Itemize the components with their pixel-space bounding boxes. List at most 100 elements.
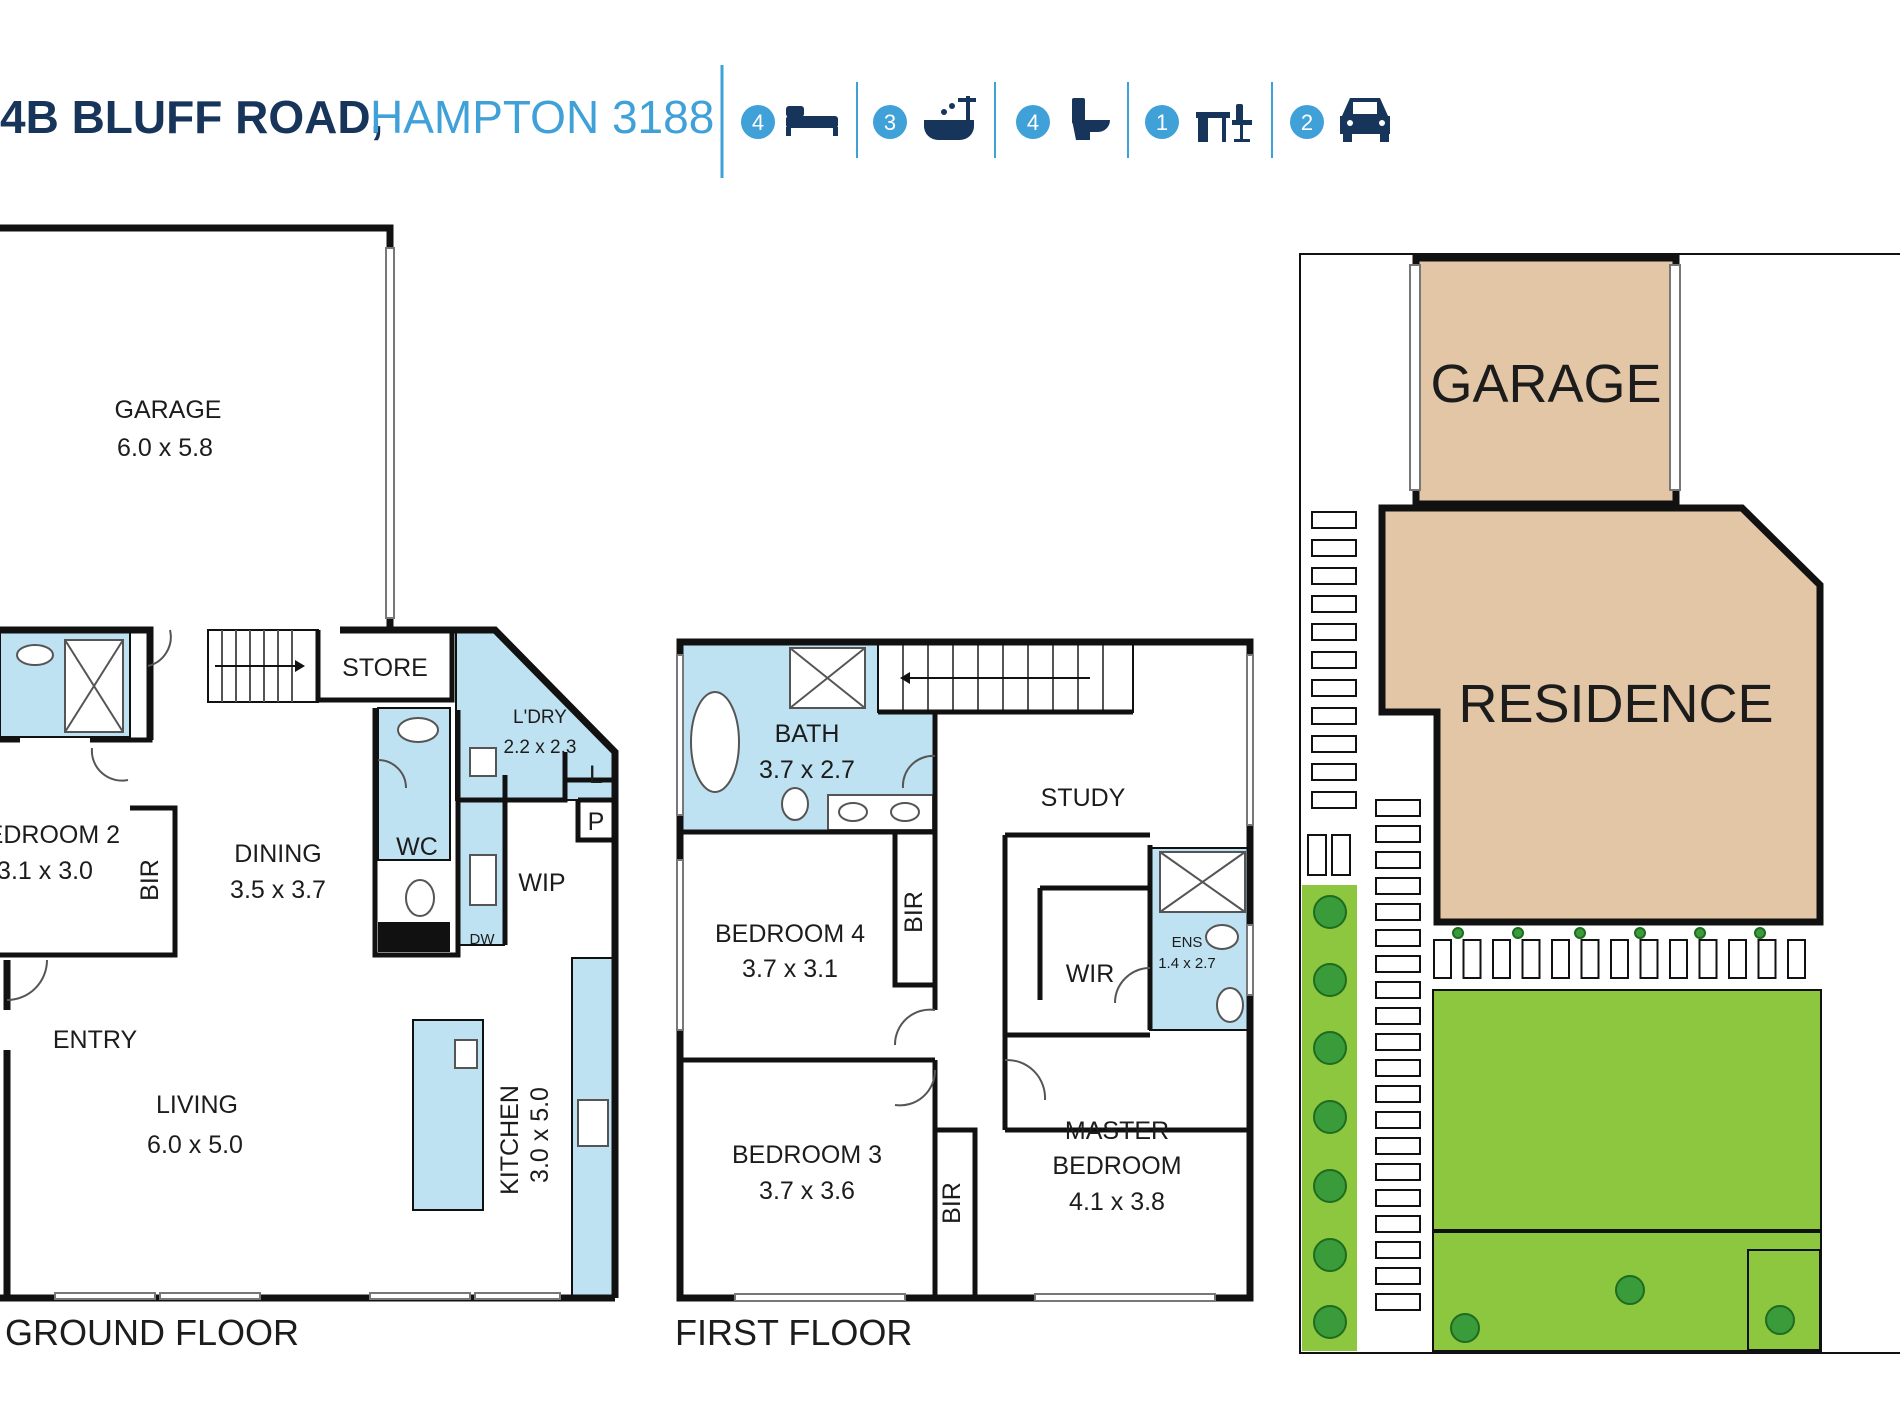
paver	[1580, 939, 1600, 979]
paver	[1331, 834, 1351, 876]
paver	[1375, 1215, 1421, 1233]
garage-size: 6.0 x 5.8	[117, 434, 213, 462]
bedroom4-size: 3.7 x 3.1	[742, 955, 838, 983]
study-label: STUDY	[1041, 784, 1126, 812]
paver	[1375, 981, 1421, 999]
wc-toilet-icon	[405, 879, 435, 917]
tree-icon	[1313, 1169, 1347, 1203]
ground-stairs	[207, 629, 319, 703]
linen-label: L	[589, 761, 603, 789]
entry-door-swing	[6, 959, 48, 1001]
address-street: 4B BLUFF ROAD,	[0, 91, 383, 143]
paver	[1375, 825, 1421, 843]
paver	[1307, 834, 1327, 876]
bedroom3-size: 3.7 x 3.6	[759, 1177, 855, 1205]
master-window	[1034, 1293, 1216, 1302]
site-garage-label: GARAGE	[1430, 354, 1661, 414]
bath-toilet-icon	[781, 787, 809, 821]
bedroom4-label: BEDROOM 4	[715, 920, 865, 948]
kitchen-label: KITCHEN	[496, 1085, 524, 1195]
first-floor-plan: BATH 3.7 x 2.7 STUDY BEDROOM 4 3.7 x 3.1…	[675, 638, 1254, 1353]
ground-outer-wall	[0, 224, 619, 1302]
address-suburb: HAMPTON 3188	[370, 91, 714, 143]
count-badge	[1016, 105, 1050, 139]
site-residence-label: RESIDENCE	[1458, 674, 1773, 734]
vanity-icon	[827, 794, 934, 831]
tree-icon	[1313, 895, 1347, 929]
study-window	[1246, 654, 1254, 826]
laundry-label: L'DRY	[513, 707, 567, 728]
paver	[1787, 939, 1806, 979]
wir-label: WIR	[1066, 960, 1115, 988]
paver	[1728, 939, 1747, 979]
toilet-icon	[1072, 98, 1110, 140]
lawn-area	[1432, 989, 1822, 1231]
kitchen-sink-icon	[469, 854, 497, 906]
paver	[1521, 939, 1541, 979]
garage-label: GARAGE	[115, 396, 222, 424]
wc-cistern-block	[378, 922, 450, 952]
site-boundary	[1299, 253, 1900, 1354]
baths-count: 3	[884, 110, 896, 135]
first-floor-title: FIRST FLOOR	[675, 1312, 912, 1353]
paver	[1311, 539, 1357, 557]
first-interior-walls	[680, 709, 1250, 1298]
bed-icon	[786, 106, 838, 136]
tree-icon	[1765, 1305, 1795, 1335]
site-residence-block	[1378, 504, 1824, 926]
tree-icon	[1452, 927, 1464, 939]
bathtub-icon	[690, 691, 740, 793]
car-icon	[1340, 98, 1390, 142]
ground-window	[369, 1292, 471, 1300]
first-stairs	[877, 641, 1134, 713]
feature-toilets: 4	[1016, 98, 1110, 140]
cooktop-icon	[577, 1099, 609, 1147]
paver	[1375, 1163, 1421, 1181]
bedroom3-label: BEDROOM 3	[732, 1141, 882, 1169]
paver	[1375, 929, 1421, 947]
bedroom3-window	[734, 1293, 906, 1302]
pantry-label: P	[588, 808, 605, 836]
door-swing	[1004, 1058, 1047, 1101]
master-label-2: BEDROOM	[1052, 1152, 1181, 1180]
study-count: 1	[1156, 110, 1168, 135]
ground-window	[54, 1292, 156, 1300]
feature-beds: 4	[741, 105, 838, 139]
door-swing	[1114, 967, 1151, 1004]
feature-cars: 2	[1290, 98, 1390, 142]
paver	[1462, 939, 1482, 979]
ens-window	[1246, 924, 1254, 996]
door-swing	[893, 1008, 936, 1046]
paver	[1311, 707, 1357, 725]
bir4-label: BIR	[900, 891, 928, 933]
paver	[1375, 877, 1421, 895]
dining-size: 3.5 x 3.7	[230, 876, 326, 904]
ens-label: ENS	[1172, 934, 1203, 951]
living-label: LIVING	[156, 1091, 238, 1119]
bath-label: BATH	[775, 720, 840, 748]
door-swing	[90, 747, 129, 782]
tree-icon	[1313, 1238, 1347, 1272]
paver	[1375, 903, 1421, 921]
paver	[1311, 735, 1357, 753]
entry-label: ENTRY	[53, 1026, 138, 1054]
feature-study: 1	[1145, 104, 1252, 142]
paver	[1311, 791, 1357, 809]
tree-icon	[1634, 927, 1646, 939]
basin-icon	[16, 644, 54, 666]
paver	[1375, 851, 1421, 869]
master-size: 4.1 x 3.8	[1069, 1188, 1165, 1216]
ground-interior-walls	[0, 630, 615, 958]
paver	[1669, 939, 1688, 979]
paver	[1311, 567, 1357, 585]
bedroom2-label: BEDROOM 2	[0, 821, 120, 849]
trees	[1313, 895, 1795, 1343]
count-badge	[1290, 105, 1324, 139]
paver	[1375, 1007, 1421, 1025]
shed-outline	[1747, 1249, 1821, 1351]
ground-window	[474, 1292, 561, 1300]
master-label: MASTER	[1065, 1117, 1169, 1145]
door-swing	[377, 759, 407, 789]
paver	[1375, 1293, 1421, 1311]
paver	[1311, 595, 1357, 613]
